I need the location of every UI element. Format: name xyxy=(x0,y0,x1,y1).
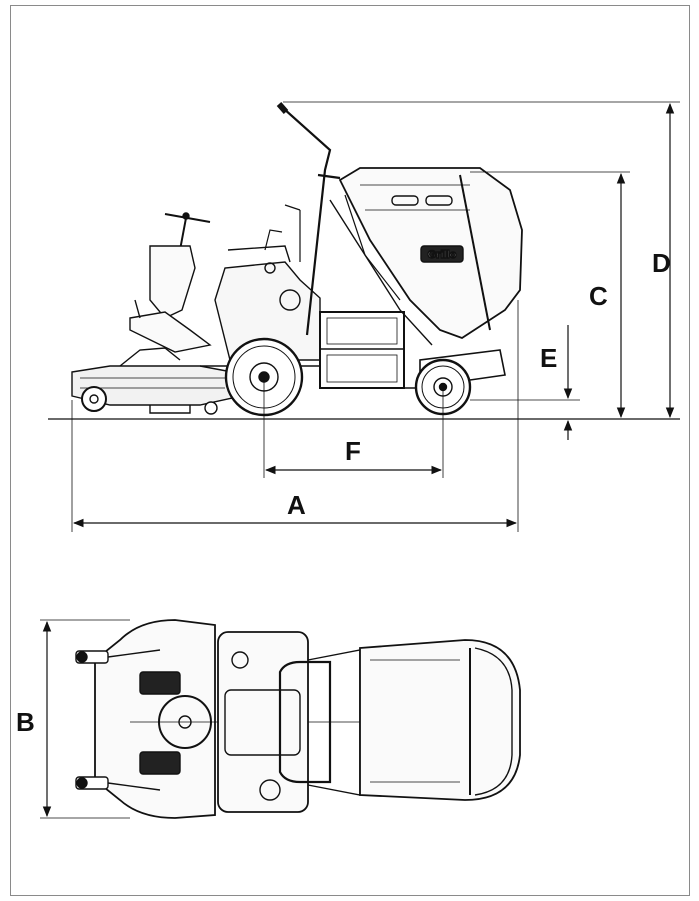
dimension-label-f: F xyxy=(345,436,361,466)
collector-top xyxy=(359,639,521,801)
caster-arms xyxy=(75,649,161,791)
deck-top xyxy=(94,619,216,819)
figure-frame xyxy=(10,5,690,896)
grass-collector: Grillo xyxy=(329,167,523,346)
top-dimensions xyxy=(40,619,130,819)
dimension-label-e: E xyxy=(540,343,557,373)
side-view: Grillo xyxy=(48,102,680,420)
engine-body xyxy=(214,204,321,361)
brand-logo: Grillo xyxy=(428,249,457,261)
dimension-label-b: B xyxy=(16,707,35,737)
operator-station xyxy=(129,212,212,353)
dimension-label-c: C xyxy=(589,281,608,311)
side-dimensions xyxy=(71,101,680,532)
cutting-deck xyxy=(71,347,233,415)
dimension-label-a: A xyxy=(287,490,306,520)
roll-bar xyxy=(276,102,341,336)
dimension-label-d: D xyxy=(652,248,671,278)
battery-box xyxy=(319,311,405,389)
top-view xyxy=(75,619,521,819)
